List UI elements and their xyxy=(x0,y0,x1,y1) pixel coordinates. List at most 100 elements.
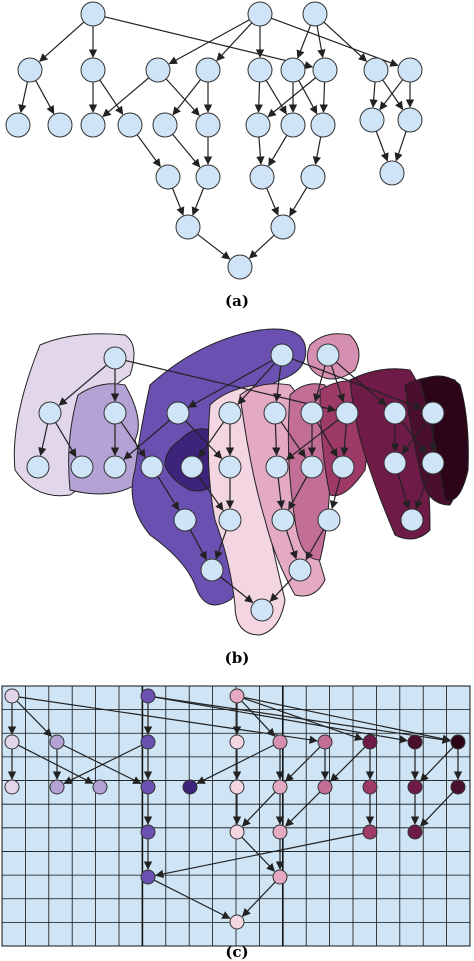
edge-arrow xyxy=(220,576,254,604)
edge-arrow xyxy=(323,21,368,62)
panel-b-clustered-dag xyxy=(13,328,469,636)
edge-arrow xyxy=(296,24,312,59)
graph-node xyxy=(103,346,127,370)
edge-arrow xyxy=(256,136,265,165)
edge-arrow xyxy=(191,187,205,216)
edge-arrow xyxy=(298,80,318,115)
edge-arrow xyxy=(419,746,454,782)
grid-node xyxy=(272,734,288,750)
edge-arrow xyxy=(276,477,285,509)
graph-node xyxy=(218,508,242,532)
edge-arrow xyxy=(38,423,49,457)
graph-node xyxy=(218,401,242,425)
grid-node xyxy=(140,688,156,704)
edge-arrow xyxy=(136,134,161,168)
edge-arrow xyxy=(102,77,150,118)
edge-arrow xyxy=(292,358,423,410)
graph-node xyxy=(383,451,407,475)
edge-arrow xyxy=(63,744,142,784)
graph-node xyxy=(363,57,389,83)
edge-arrow xyxy=(414,473,430,510)
grid-node xyxy=(4,734,20,750)
edge-arrow xyxy=(99,79,124,115)
graph-node xyxy=(166,401,190,425)
grid-node xyxy=(450,734,466,750)
graph-node xyxy=(249,164,275,190)
grid-node xyxy=(4,688,20,704)
graph-node xyxy=(80,1,106,27)
edge-arrow xyxy=(265,79,287,115)
edge-arrow xyxy=(214,530,227,560)
grid-node xyxy=(317,779,333,795)
edge-arrow xyxy=(120,421,146,458)
graph-node xyxy=(379,160,405,186)
grid-node xyxy=(317,734,333,750)
graph-node xyxy=(180,455,204,479)
panel-c-grid-layout xyxy=(1,685,471,947)
edge-arrow xyxy=(375,131,389,162)
graph-node xyxy=(47,112,73,138)
grid-node xyxy=(140,824,156,840)
grid-node xyxy=(450,779,466,795)
edge-arrow xyxy=(55,422,77,458)
edge-arrow xyxy=(241,700,276,737)
panel-b-nodes xyxy=(26,343,445,622)
edge-arrow xyxy=(157,476,180,511)
grid-lines xyxy=(2,686,470,946)
edge-arrow xyxy=(198,421,225,458)
panel-a-edges xyxy=(18,16,415,260)
graph-node xyxy=(397,57,423,83)
graph-node xyxy=(145,57,171,83)
graph-node xyxy=(245,112,271,138)
edge-arrow xyxy=(289,186,308,217)
graph-node xyxy=(227,254,253,280)
edge-arrow xyxy=(155,832,364,879)
edge-arrow xyxy=(39,21,85,62)
panel-c-nodes xyxy=(4,688,466,930)
graph-node xyxy=(200,558,224,582)
edge-arrow xyxy=(382,79,404,110)
edge-arrow xyxy=(329,477,341,510)
graph-node xyxy=(5,112,31,138)
edge-arrow xyxy=(316,25,326,59)
graph-node xyxy=(335,401,359,425)
graph-node xyxy=(421,401,445,425)
graph-node xyxy=(288,558,312,582)
grid-node xyxy=(229,779,245,795)
graph-node xyxy=(195,164,221,190)
graph-node xyxy=(310,112,336,138)
graph-node xyxy=(140,455,164,479)
graph-node xyxy=(421,451,445,475)
graph-node xyxy=(271,508,295,532)
graph-node xyxy=(331,455,355,479)
edge-arrow xyxy=(335,361,387,406)
edge-arrow xyxy=(172,133,201,168)
edge-arrow xyxy=(123,419,171,460)
grid-node xyxy=(140,869,156,885)
edge-arrow xyxy=(189,529,207,561)
edge-arrow xyxy=(171,187,185,216)
grid-node xyxy=(140,734,156,750)
edge-arrow xyxy=(153,879,231,919)
graph-node xyxy=(80,57,106,83)
edge-arrow xyxy=(35,80,55,115)
edge-arrow xyxy=(197,475,224,511)
edge-arrow xyxy=(288,476,308,511)
grid-node xyxy=(407,734,423,750)
graph-node xyxy=(26,455,50,479)
grid-node xyxy=(362,824,378,840)
grid-node xyxy=(272,824,288,840)
edge-arrow xyxy=(187,359,273,408)
graph-node xyxy=(17,57,43,83)
edge-arrow xyxy=(243,697,364,741)
edge-arrow xyxy=(165,78,200,117)
graph-node xyxy=(263,401,287,425)
edge-arrow xyxy=(369,81,378,108)
grid-node xyxy=(4,779,20,795)
graph-node xyxy=(152,112,178,138)
graph-node xyxy=(316,343,340,367)
graph-node xyxy=(280,112,306,138)
graph-node xyxy=(265,455,289,479)
edge-arrow xyxy=(266,187,279,216)
